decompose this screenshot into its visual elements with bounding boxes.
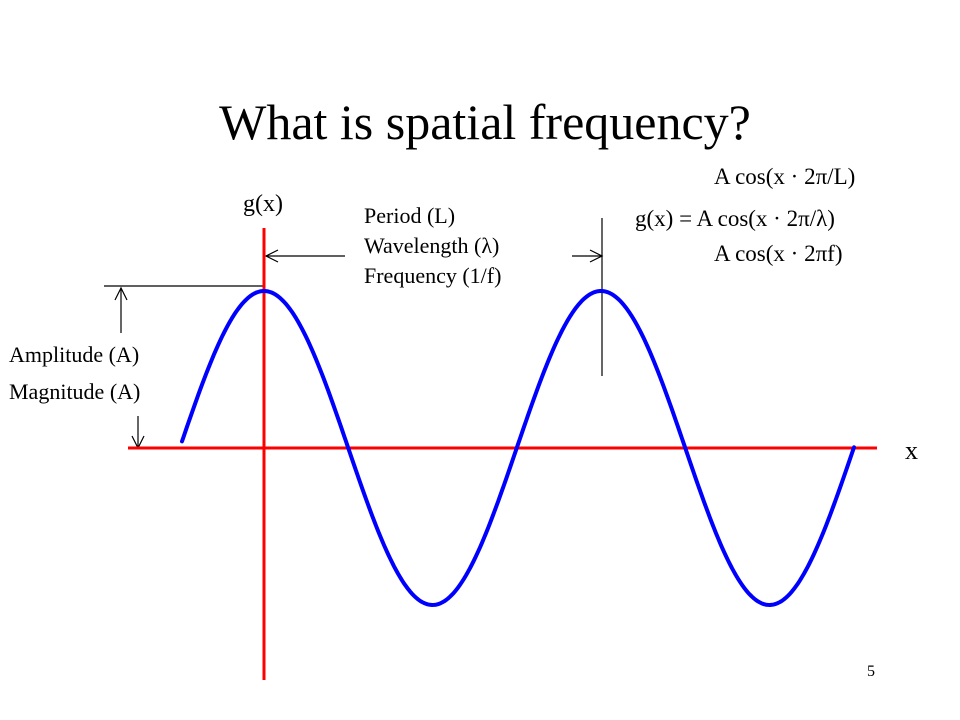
period-label: Period (L) (364, 203, 456, 228)
amplitude-arrow-head-top (114, 286, 128, 301)
cosine-wave-curve (180, 289, 856, 607)
amplitude-labels: Amplitude (A) Magnitude (A) (9, 344, 140, 418)
equation-line-frequency: A cos(x · 2πf) (714, 241, 843, 266)
y-axis-label: g(x) (243, 191, 283, 217)
equation-line-period: A cos(x · 2π/L) (714, 164, 856, 189)
slide-title: What is spatial frequency? (219, 94, 751, 150)
page-number: 5 (867, 663, 875, 680)
period-arrow-head-left (264, 249, 279, 263)
period-labels: Period (L) Wavelength (λ) Frequency (1/f… (364, 205, 501, 295)
magnitude-label: Magnitude (A) (9, 379, 141, 404)
amplitude-label: Amplitude (A) (9, 342, 140, 367)
equation-line-wavelength: g(x) = A cos(x · 2π/λ) (635, 206, 835, 231)
wavelength-label: Wavelength (λ) (364, 233, 500, 258)
frequency-label: Frequency (1/f) (364, 263, 502, 288)
x-axis-label: x (905, 436, 918, 465)
